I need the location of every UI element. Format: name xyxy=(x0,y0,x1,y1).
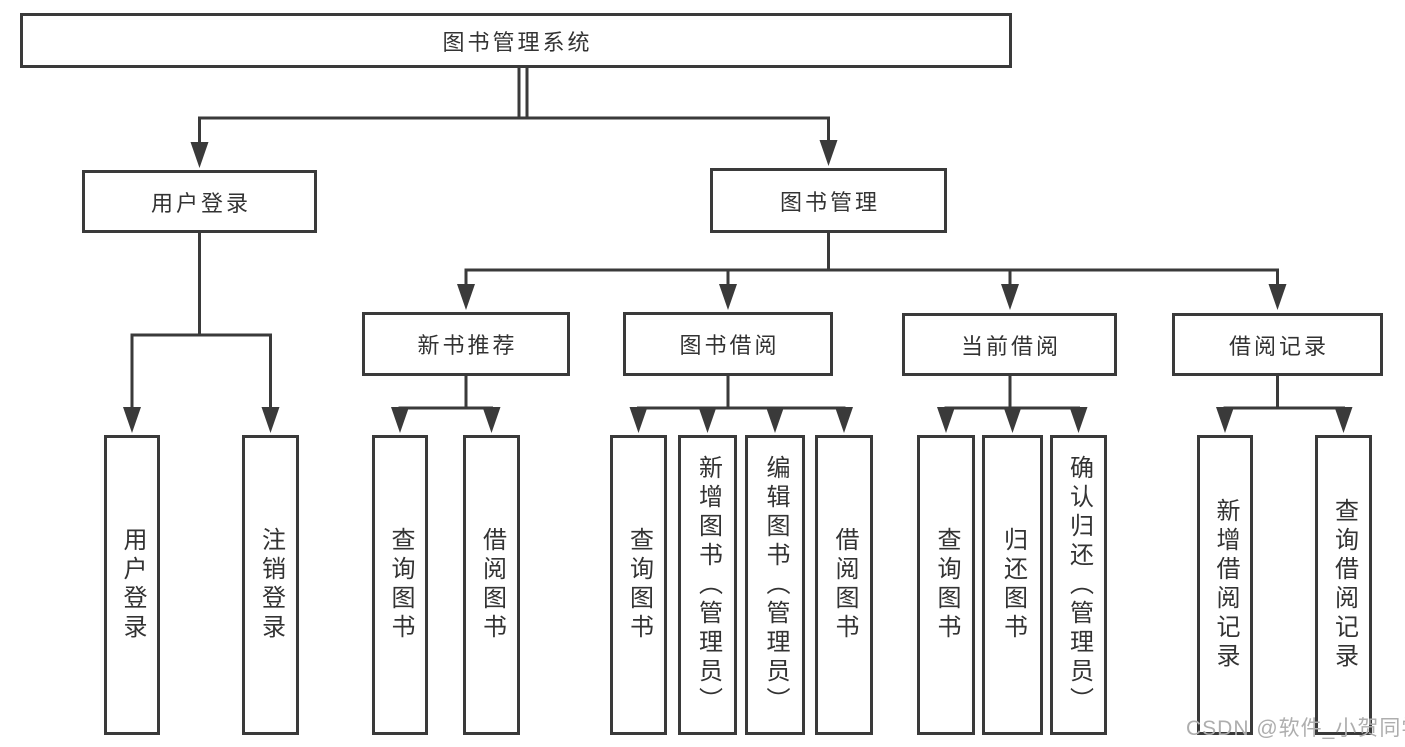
csdn-watermark: CSDN @软件_小贺同学 xyxy=(1186,717,1405,740)
node-book-management: 图书管理 xyxy=(710,168,947,233)
leaf-user-login: 用户登录 xyxy=(104,435,160,735)
node-current-borrowing: 当前借阅 xyxy=(902,313,1117,376)
leaf-add-book-admin: 新增图书（管理员） xyxy=(678,435,737,735)
leaf-borrow-books-borrowing: 借阅图书 xyxy=(815,435,873,735)
connector-new-book-recommend-children xyxy=(398,376,493,410)
node-new-book-recommend: 新书推荐 xyxy=(362,312,570,376)
leaf-query-books-recommend: 查询图书 xyxy=(372,435,428,735)
leaf-borrow-books-recommend: 借阅图书 xyxy=(463,435,520,735)
leaf-query-books-borrowing: 查询图书 xyxy=(610,435,667,735)
connector-root-to-level2 xyxy=(198,66,830,146)
node-book-borrowing: 图书借阅 xyxy=(623,312,833,376)
leaf-edit-book-admin: 编辑图书（管理员） xyxy=(745,435,805,735)
node-root-system: 图书管理系统 xyxy=(20,13,1012,68)
node-user-login: 用户登录 xyxy=(82,170,317,233)
leaf-add-borrow-record: 新增借阅记录 xyxy=(1197,435,1253,735)
connector-borrowing-records-children xyxy=(1223,376,1345,410)
connector-current-borrowing-children xyxy=(944,376,1080,410)
connector-book-borrowing-children xyxy=(637,376,846,410)
leaf-return-books: 归还图书 xyxy=(982,435,1043,735)
arrowheads-book-management-children xyxy=(457,284,1287,310)
leaf-logout-login: 注销登录 xyxy=(242,435,299,735)
arrowheads-level2 xyxy=(190,140,838,168)
leaf-query-books-current: 查询图书 xyxy=(917,435,975,735)
arrowheads-user-login-children xyxy=(123,407,280,433)
connector-book-management-children xyxy=(464,233,1279,286)
leaf-confirm-return-admin: 确认归还（管理员） xyxy=(1050,435,1107,735)
connector-user-login-children xyxy=(130,233,272,409)
node-borrowing-records: 借阅记录 xyxy=(1172,313,1383,376)
arrowheads-leaf-level xyxy=(391,407,1353,433)
leaf-query-borrow-record: 查询借阅记录 xyxy=(1315,435,1372,735)
